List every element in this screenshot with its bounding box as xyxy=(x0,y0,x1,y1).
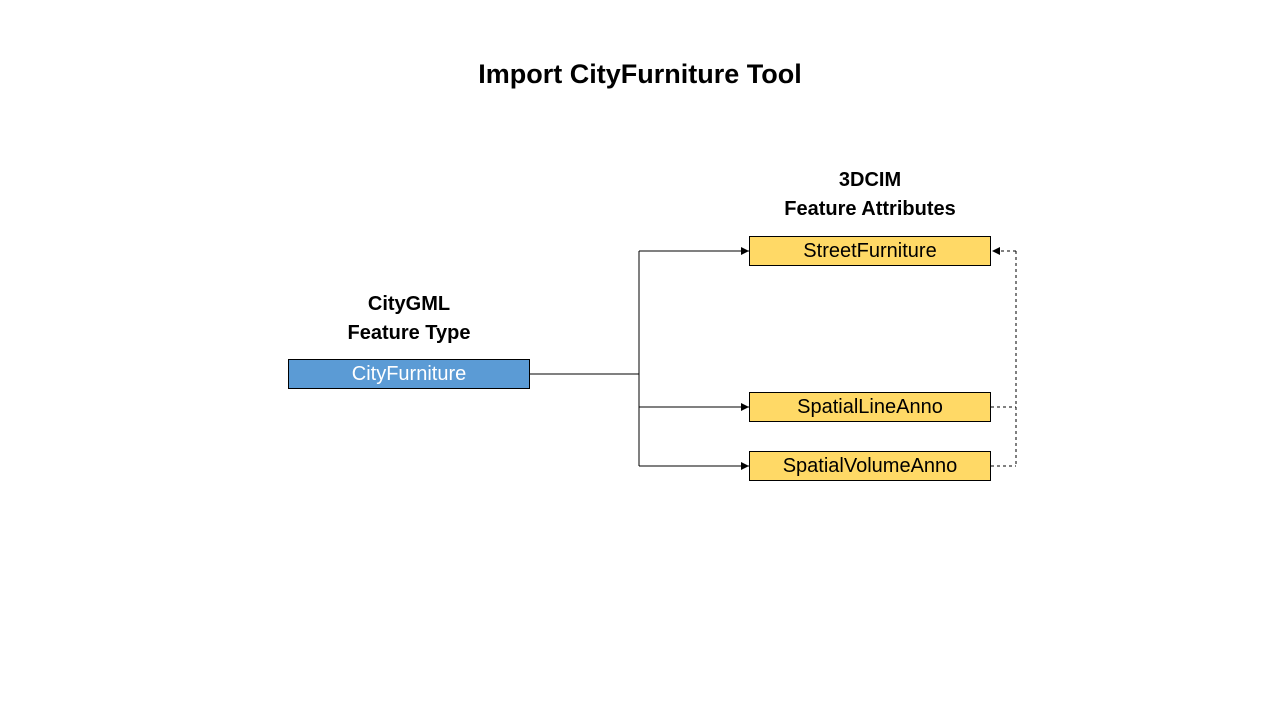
target-heading-line1: 3DCIM xyxy=(838,169,902,191)
diagram-title: Import CityFurniture Tool xyxy=(478,59,802,89)
city-furniture-box[interactable]: CityFurniture xyxy=(288,359,530,389)
source-heading-line1: CityGML xyxy=(367,293,451,315)
street-furniture-box[interactable]: StreetFurniture xyxy=(749,236,991,266)
target-heading-line2: Feature Attributes xyxy=(784,198,956,220)
spatial-line-anno-box[interactable]: SpatialLineAnno xyxy=(749,392,991,422)
target-heading: 3DCIM Feature Attributes xyxy=(749,166,991,224)
spatial-volume-anno-box[interactable]: SpatialVolumeAnno xyxy=(749,451,991,481)
source-heading-line2: Feature Type xyxy=(347,322,471,344)
source-heading: CityGML Feature Type xyxy=(288,290,530,348)
